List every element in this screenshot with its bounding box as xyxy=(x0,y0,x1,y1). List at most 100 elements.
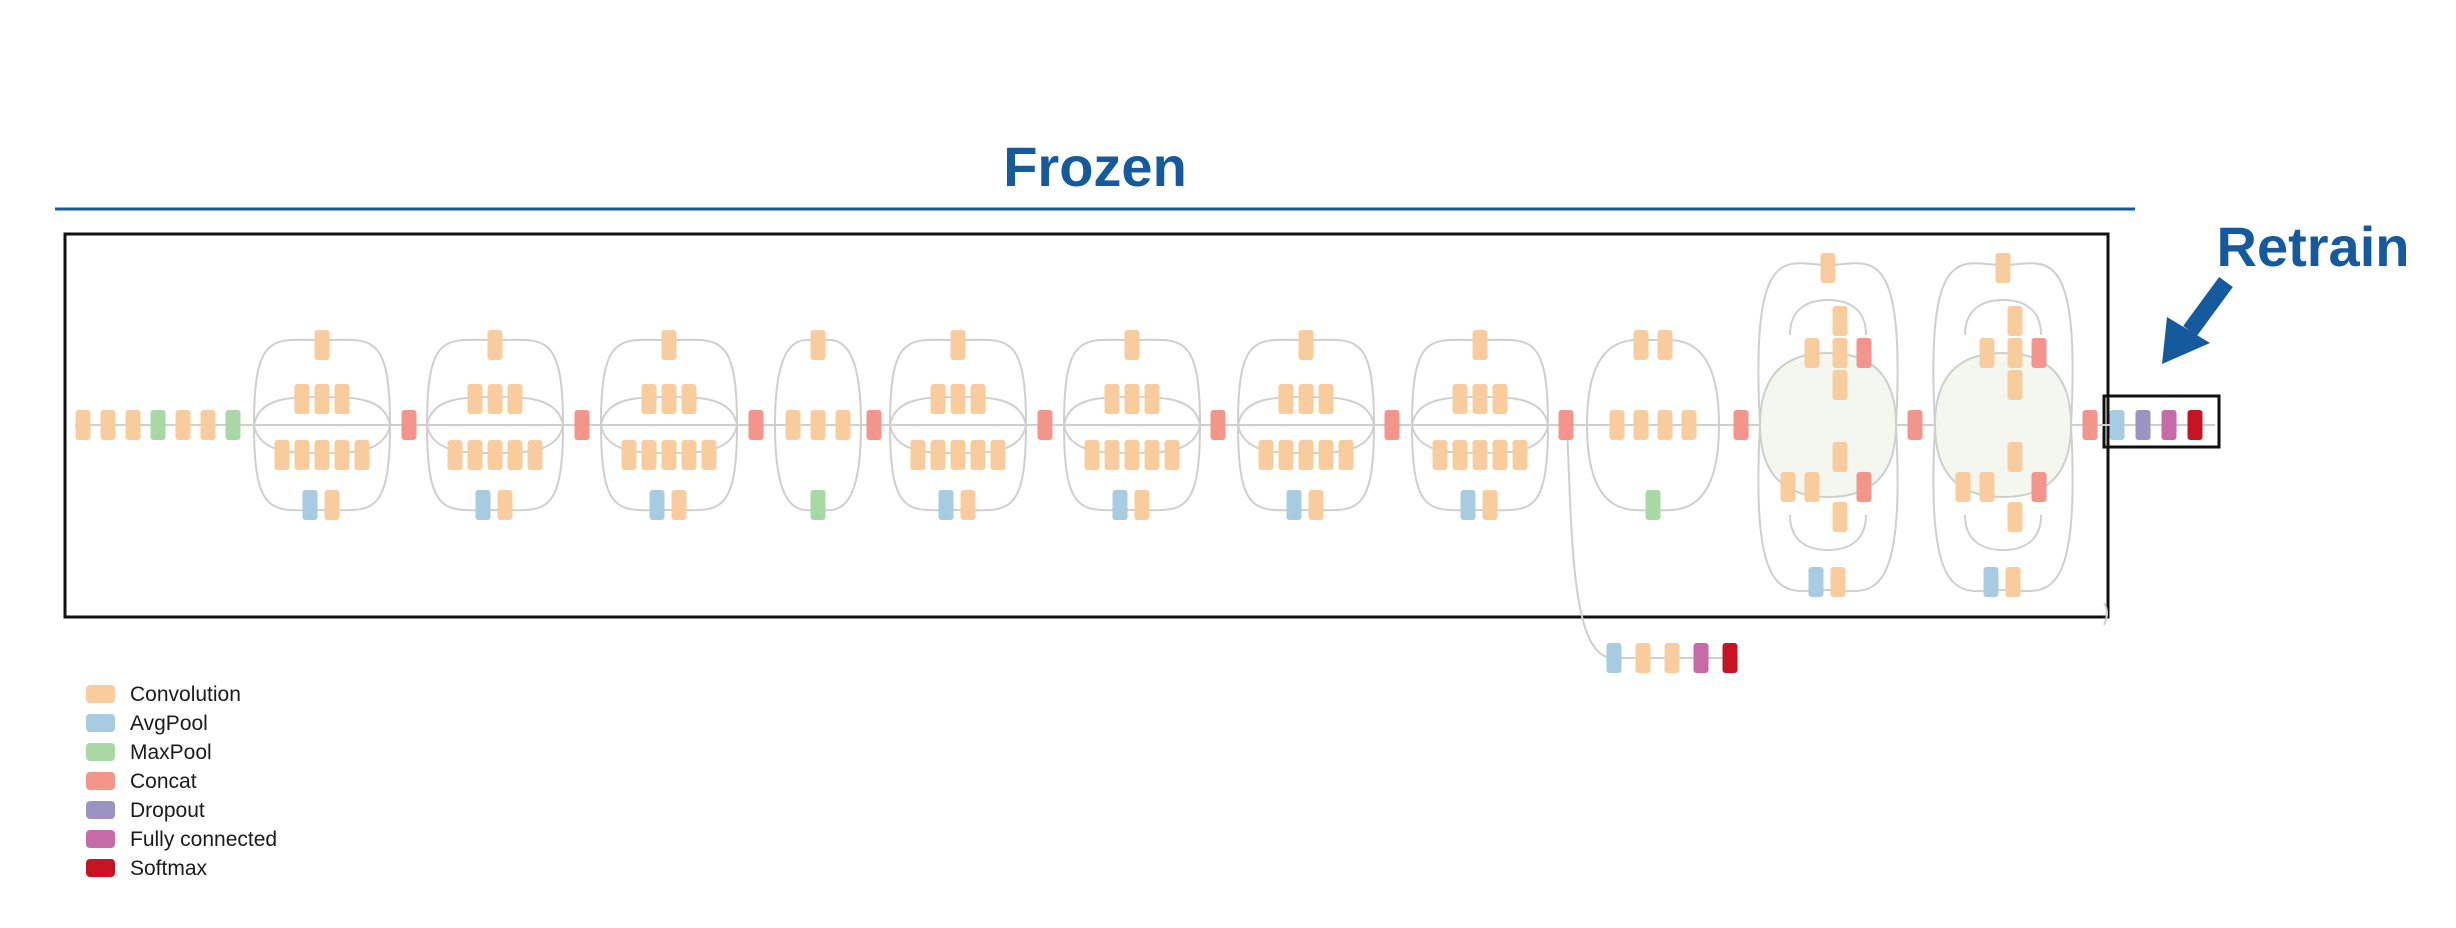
convolution-node xyxy=(661,384,677,414)
convolution-node xyxy=(200,410,216,440)
legend-label: Fully connected xyxy=(130,828,277,851)
convolution-node xyxy=(1134,490,1150,520)
convolution-node xyxy=(1832,338,1848,368)
convolution-node xyxy=(125,410,141,440)
convolution-node xyxy=(1832,306,1848,336)
legend-item: Softmax xyxy=(86,857,208,880)
edge xyxy=(1932,424,2074,593)
convolution-node xyxy=(1452,440,1468,470)
maxpool-node xyxy=(1645,490,1661,520)
convolution-node xyxy=(1820,253,1836,283)
convolution-node xyxy=(970,440,986,470)
convolution-node xyxy=(274,440,290,470)
legend-label: Dropout xyxy=(130,799,205,822)
maxpool-node xyxy=(810,490,826,520)
convolution-node xyxy=(1432,440,1448,470)
convolution-node xyxy=(1164,440,1180,470)
convolution-node xyxy=(324,490,340,520)
convolution-node xyxy=(2007,442,2023,472)
avgpool-node xyxy=(2109,410,2125,440)
convolution-node xyxy=(527,440,543,470)
edge xyxy=(2103,602,2108,626)
edge xyxy=(1566,424,1613,659)
convolution-node xyxy=(1804,338,1820,368)
edge xyxy=(1757,424,1899,593)
convolution-node xyxy=(1308,490,1324,520)
legend-label: Concat xyxy=(130,770,197,793)
convolution-node xyxy=(467,384,483,414)
edge xyxy=(1964,298,2042,336)
convolution-node xyxy=(785,410,801,440)
convolution-node xyxy=(487,384,503,414)
convolution-node xyxy=(970,384,986,414)
edge xyxy=(1411,424,1549,512)
maxpool-node xyxy=(150,410,166,440)
convolution-node xyxy=(1979,338,1995,368)
legend-item: Concat xyxy=(86,770,197,793)
convolution-node xyxy=(661,440,677,470)
convolution-node xyxy=(1124,440,1140,470)
convolution-node xyxy=(671,490,687,520)
convolution-node xyxy=(641,384,657,414)
convolution-node xyxy=(175,410,191,440)
convolution-node xyxy=(1104,384,1120,414)
edge xyxy=(1933,351,2073,499)
legend-swatch xyxy=(86,830,115,848)
convolution-node xyxy=(1472,330,1488,360)
fully-connected-node xyxy=(1693,643,1709,673)
legend: ConvolutionAvgPoolMaxPoolConcatDropoutFu… xyxy=(86,683,277,880)
avgpool-node xyxy=(1112,490,1128,520)
convolution-node xyxy=(1633,330,1649,360)
legend-swatch xyxy=(86,801,115,819)
edge xyxy=(1789,298,1867,336)
convolution-node xyxy=(1832,442,1848,472)
convolution-node xyxy=(910,440,926,470)
edge xyxy=(1586,338,1720,426)
nodes-layer xyxy=(75,253,2203,673)
convolution-node xyxy=(621,440,637,470)
legend-label: MaxPool xyxy=(130,741,212,764)
concat-node xyxy=(401,410,417,440)
convolution-node xyxy=(2007,370,2023,400)
concat-node xyxy=(2082,410,2098,440)
convolution-node xyxy=(950,330,966,360)
convolution-node xyxy=(681,384,697,414)
convolution-node xyxy=(1318,384,1334,414)
concat-node xyxy=(1384,410,1400,440)
convolution-node xyxy=(314,330,330,360)
convolution-node xyxy=(100,410,116,440)
legend-swatch xyxy=(86,685,115,703)
convolution-node xyxy=(701,440,717,470)
convolution-node xyxy=(1298,384,1314,414)
convolution-node xyxy=(1104,440,1120,470)
convolution-node xyxy=(497,490,513,520)
legend-item: MaxPool xyxy=(86,741,212,764)
convolution-node xyxy=(1512,440,1528,470)
avgpool-node xyxy=(649,490,665,520)
avgpool-node xyxy=(1808,567,1824,597)
convolution-node xyxy=(1633,410,1649,440)
retrain-title: Retrain xyxy=(2217,215,2410,278)
convolution-node xyxy=(950,440,966,470)
convolution-node xyxy=(314,440,330,470)
edge xyxy=(1237,424,1375,512)
edges-layer xyxy=(75,262,2215,659)
convolution-node xyxy=(950,384,966,414)
convolution-node xyxy=(294,440,310,470)
convolution-node xyxy=(1452,384,1468,414)
convolution-node xyxy=(487,330,503,360)
convolution-node xyxy=(990,440,1006,470)
convolution-node xyxy=(930,384,946,414)
convolution-node xyxy=(2007,502,2023,532)
convolution-node xyxy=(487,440,503,470)
convolution-node xyxy=(930,440,946,470)
convolution-node xyxy=(507,384,523,414)
convolution-node xyxy=(1832,370,1848,400)
edge xyxy=(1964,514,2042,552)
legend-item: AvgPool xyxy=(86,712,208,735)
legend-item: Fully connected xyxy=(86,828,277,851)
convolution-node xyxy=(1657,410,1673,440)
convolution-node xyxy=(1278,440,1294,470)
legend-swatch xyxy=(86,714,115,732)
legend-label: Softmax xyxy=(130,857,208,880)
